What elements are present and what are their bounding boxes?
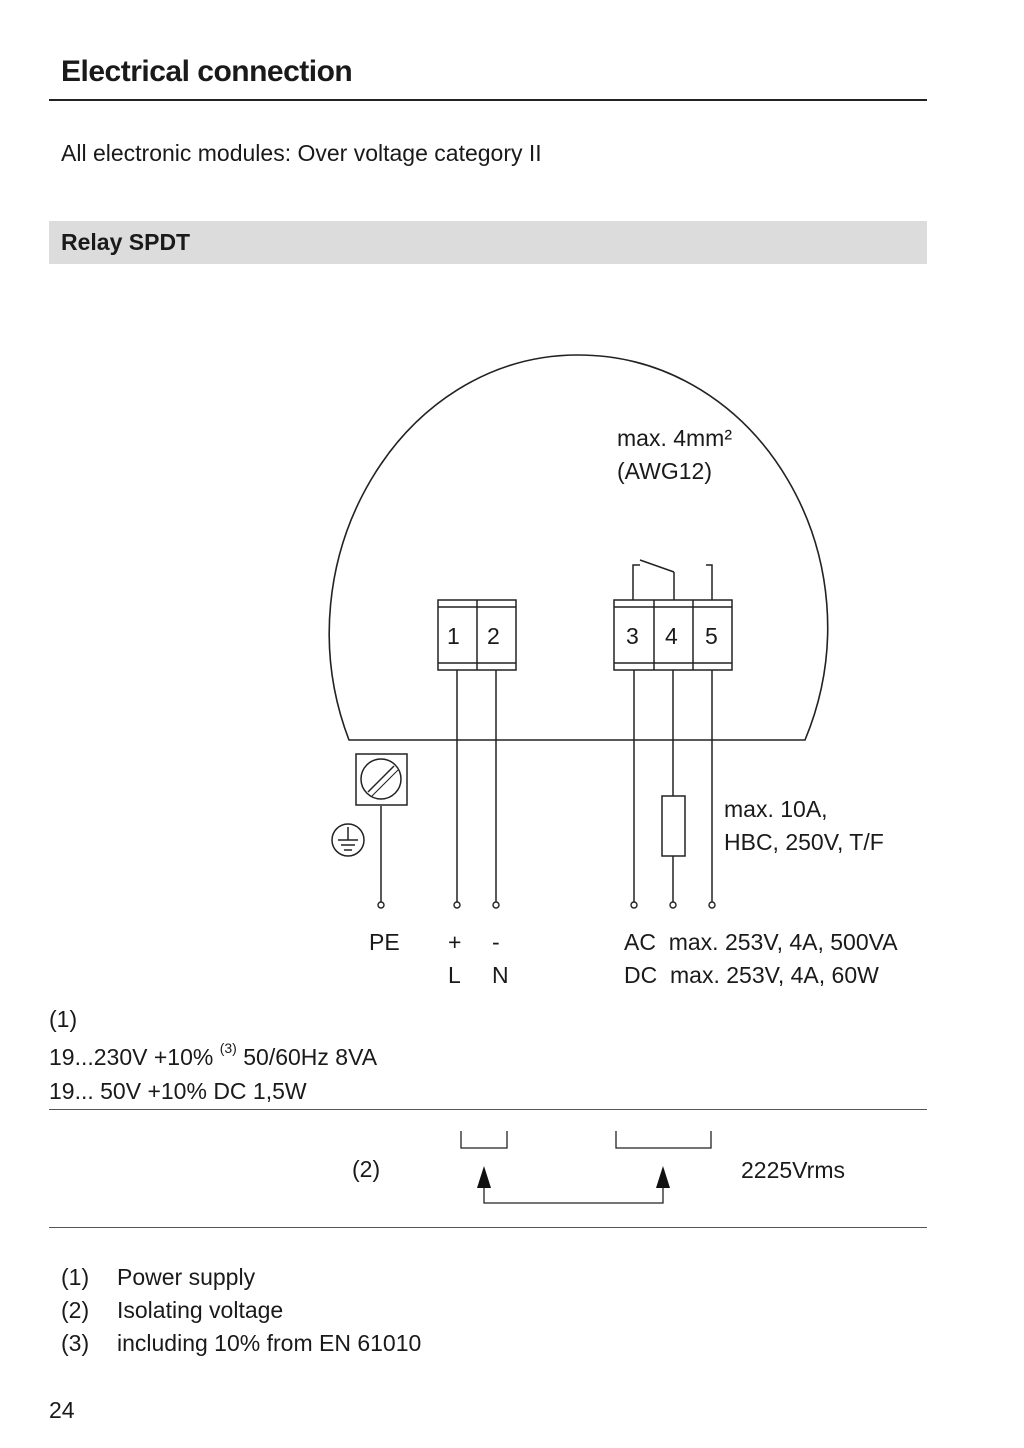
fuse-spec-line1: max. 10A, [724,796,828,822]
pe-label: PE [369,929,400,955]
power-supply-ac-tail: 50/60Hz 8VA [236,1044,378,1070]
intro-text: All electronic modules: Over voltage cat… [61,140,542,166]
footnote-1-text: Power supply [117,1264,256,1290]
fuse-symbol [661,795,686,857]
terminal-1-label: 1 [447,623,460,649]
power-supply-dc: 19... 50V +10% DC 1,5W [49,1078,307,1104]
title-divider [49,99,927,101]
n-label: N [492,962,509,988]
power-supply-ac: 19...230V +10% (3) 50/60Hz 8VA [49,1040,378,1071]
footnote-2-text: Isolating voltage [117,1297,284,1323]
footnote-2-num: (2) [61,1297,90,1323]
footnote-ref-3: (3) [219,1040,237,1056]
housing-outline [328,354,829,741]
cable-spec-line2: (AWG12) [617,458,712,484]
section-header-bar [49,221,927,264]
isolation-ref: (2) [352,1156,380,1182]
divider-upper [49,1109,927,1110]
footnote-3-text: including 10% from EN 61010 [117,1330,422,1356]
page-number: 24 [49,1397,75,1423]
minus-label: - [492,929,500,955]
dc-rating: DC max. 253V, 4A, 60W [624,962,879,988]
section-title: Relay SPDT [61,229,191,255]
terminal-4-label: 4 [665,623,678,649]
isolation-arrow-left [477,1166,491,1188]
relay-contact-symbol [632,559,713,600]
isolation-arrow-right [656,1166,670,1188]
terminal-3-label: 3 [626,623,639,649]
fuse-spec-line2: HBC, 250V, T/F [724,829,884,855]
wires [380,670,713,902]
plus-label: + [448,929,461,955]
isolation-brackets [460,1131,712,1204]
protective-earth-icon [331,823,365,857]
earth-screw-icon [355,753,408,806]
cable-spec-line1: max. 4mm² [617,425,732,451]
isolation-voltage: 2225Vrms [741,1157,845,1183]
wire-end-points [377,901,716,909]
terminal-5-label: 5 [705,623,718,649]
divider-lower [49,1227,927,1228]
footnote-1-num: (1) [61,1264,90,1290]
l-label: L [448,962,461,988]
terminal-block-power [437,599,517,671]
ac-rating: AC max. 253V, 4A, 500VA [624,929,898,955]
page-title: Electrical connection [61,55,353,88]
power-supply-ref: (1) [49,1006,78,1032]
power-supply-ac-main: 19...230V +10% [49,1044,220,1070]
terminal-block-relay [613,599,733,671]
terminal-2-label: 2 [487,623,500,649]
footnote-3-num: (3) [61,1330,90,1356]
